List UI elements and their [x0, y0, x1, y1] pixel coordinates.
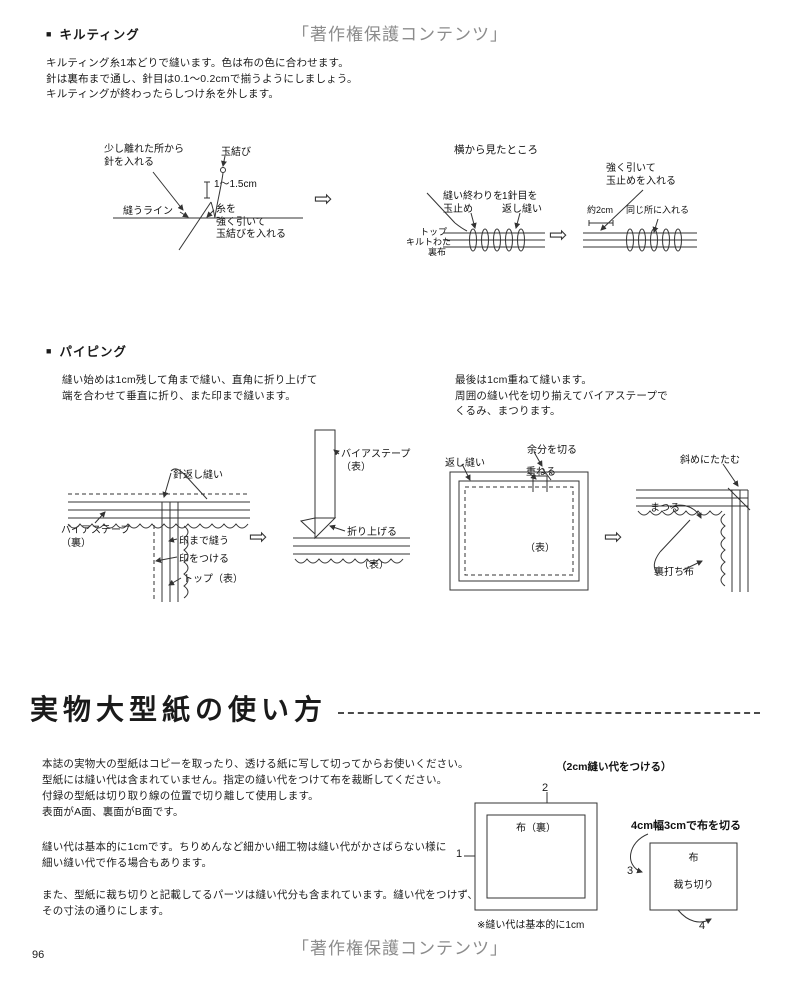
quilting-heading-row: ■ キルティング — [46, 24, 140, 43]
label-step-2: 2 — [542, 782, 549, 794]
pattern-guide-heading: 実物大型紙の使い方 — [30, 694, 328, 725]
label-step-4: 4 — [699, 920, 706, 932]
label-cut-edge: 裁ち切り — [673, 880, 714, 891]
watermark-bottom: 「著作権保護コンテンツ」 — [292, 939, 508, 958]
label-pull-knot: 強く引いて 玉止めを入れる — [606, 163, 676, 187]
piping-text-right: 最後は1cm重ねて縫います。 周囲の縫い代を切り揃えてバイアステープで くるみ、… — [455, 374, 668, 417]
label-sew-line: 縫うライン — [123, 206, 173, 217]
label-layer-backing: 裏布 — [428, 247, 447, 257]
label-fold-up: 折り上げる — [347, 527, 397, 538]
label-insert-needle: 少し離れた所から 針を入れる — [104, 144, 184, 168]
label-fabric-back: 布（裏） — [516, 823, 556, 834]
label-make-mark: 印をつける — [179, 554, 229, 565]
label-layer-top: トップ — [420, 227, 448, 237]
label-fold-diagonal: 斜めにたたむ — [680, 455, 740, 466]
quilting-heading: キルティング — [59, 28, 140, 42]
label-same-place: 同じ所に入れる — [626, 205, 690, 215]
piping-diagram-4 — [636, 463, 751, 592]
label-pin-backstitch: 針返し縫い — [173, 470, 223, 481]
piping-diagram-3 — [449, 451, 589, 591]
flow-arrow-icon: ⇨ — [314, 186, 333, 211]
label-side-view: 横から見たところ — [454, 144, 538, 156]
piping-heading: パイピング — [59, 345, 127, 359]
label-end-knot: 縫い終わりを 玉止め — [443, 191, 503, 215]
quilting-sideview-2 — [583, 189, 697, 252]
label-fabric: 布 — [688, 853, 699, 864]
quilting-intro: キルティング糸1本どりで縫います。色は布の色に合わせます。 針は裏布まで通し、針… — [46, 57, 358, 100]
flow-arrow-icon: ⇨ — [549, 222, 568, 247]
label-front-3: （表） — [525, 543, 555, 554]
label-step-1: 1 — [456, 848, 463, 860]
label-first-backstitch: 1針目を 返し縫い — [502, 191, 542, 215]
piping-heading-row: ■ パイピング — [46, 341, 127, 360]
label-sew-to-mark: 印まで縫う — [179, 536, 229, 547]
pattern-para-3: また、型紙に裁ち切りと記載してるパーツは縫い代分も含まれています。縫い代をつけず… — [42, 889, 479, 917]
pattern-square-diagram — [464, 792, 598, 911]
label-cut-excess: 余分を切る — [527, 445, 577, 456]
label-top-front: トップ（表） — [183, 574, 243, 585]
flow-arrow-icon: ⇨ — [604, 524, 623, 549]
dashed-rule — [338, 712, 760, 714]
watermark-top: 「著作権保護コンテンツ」 — [292, 25, 508, 44]
label-layer-batting: キルトわた — [406, 237, 452, 247]
piping-diagram-1 — [67, 468, 250, 602]
quilting-sideview-1 — [426, 192, 545, 252]
piping-text-left: 縫い始めは1cm残して角まで縫い、直角に折り上げて 端を合わせて垂直に折り、また… — [62, 374, 318, 402]
pattern-para-1: 本誌の実物大の型紙はコピーを取ったり、透ける紙に写して切ってからお使いください。… — [42, 758, 469, 818]
label-seam-footnote: ※縫い代は基本的に1cm — [477, 920, 585, 931]
label-length: 1〜1.5cm — [214, 179, 257, 190]
label-knot: 玉結び — [221, 147, 251, 158]
label-front-2: （表） — [359, 560, 389, 571]
quilting-needle-diagram — [113, 155, 303, 251]
flow-arrow-icon: ⇨ — [249, 524, 268, 549]
label-pull-thread: 糸を 強く引いて 玉結びを入れる — [216, 204, 286, 240]
label-bias-front: バイアステープ （表） — [341, 449, 411, 473]
label-cut-note: 4cm幅3cmで布を切る — [631, 820, 742, 832]
label-seam-note: （2cm縫い代をつける） — [556, 761, 672, 773]
label-approx-2cm: 約2cm — [587, 205, 614, 215]
label-backing-cloth: 裏打ち布 — [654, 567, 694, 578]
page-number: 96 — [32, 949, 45, 961]
piping-diagram-2 — [293, 429, 410, 564]
square-bullet-icon: ■ — [46, 28, 53, 39]
label-step-3: 3 — [627, 865, 634, 877]
pattern-cut-diagram — [630, 833, 738, 925]
square-bullet-icon: ■ — [46, 345, 53, 356]
label-slipstitch: まつる — [650, 503, 680, 514]
pattern-para-2: 縫い代は基本的に1cmです。ちりめんなど細かい細工物は縫い代がかさばらない様に … — [42, 841, 447, 869]
label-bias-back: バイアステープ （裏） — [61, 525, 131, 549]
label-backstitch-3: 返し縫い — [445, 458, 485, 469]
